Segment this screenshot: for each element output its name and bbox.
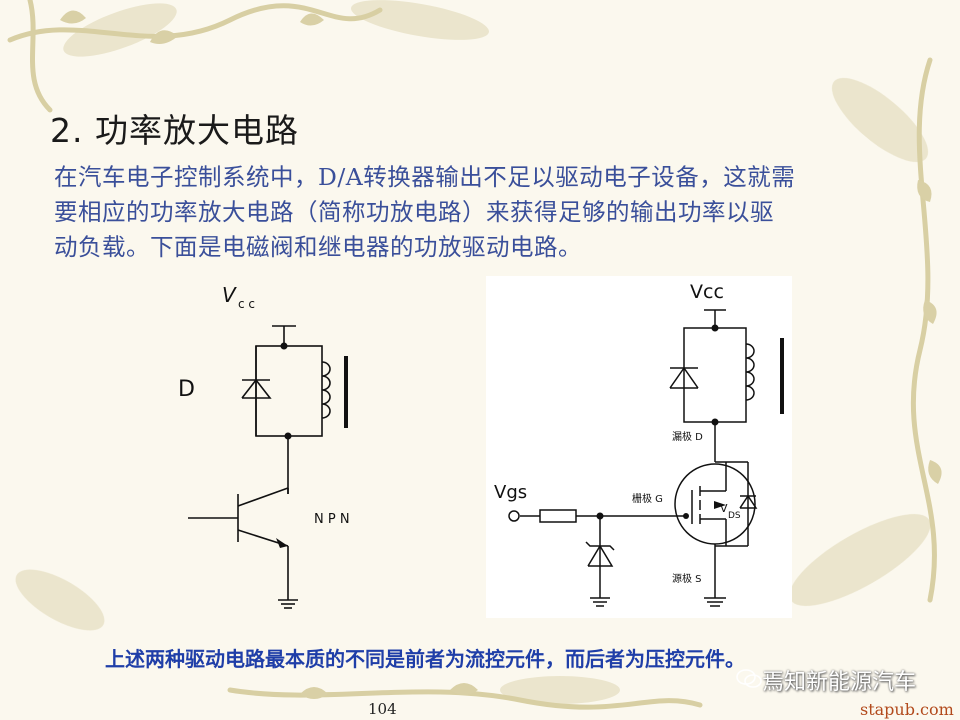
vcc-sub-left: c c [238,297,255,311]
wechat-icon [736,669,762,688]
mosfet-driver-circuit: Vcc [494,281,784,607]
npn-driver-circuit: V c c D N P N [178,283,350,609]
diode-label: D [178,377,195,402]
slide-title: 2. 功率放大电路 [50,111,299,150]
page-number: 104 [368,700,397,718]
intro-line: 要相应的功率放大电路（简称功放电路）来获得足够的输出功率以驱 [54,198,774,226]
watermark-text: 焉知新能源汽车 [734,664,916,696]
drain-label: 漏极 D [672,430,703,443]
vgs-label: Vgs [494,482,527,503]
npn-label: N P N [314,512,350,527]
source-label: 源极 S [672,572,702,585]
intro-line: 在汽车电子控制系统中，D/A转换器输出不足以驱动电子设备，这就需 [54,163,796,191]
mosfet-diagram-panel: Vcc [486,276,792,618]
gate-label: 栅极 G [632,492,663,505]
vcc-label-left: V [222,283,237,307]
watermark-brand: 焉知新能源汽车 [762,670,917,695]
site-url: stapub.com [860,700,954,719]
conclusion-text: 上述两种驱动电路最本质的不同是前者为流控元件，而后者为压控元件。 [105,647,745,671]
vds-label: V [720,502,728,515]
intro-paragraph: 在汽车电子控制系统中，D/A转换器输出不足以驱动电子设备，这就需 要相应的功率放… [54,160,884,265]
vds-sub: DS [728,511,741,521]
vcc-label-right: Vcc [690,281,724,303]
intro-line: 动负载。下面是电磁阀和继电器的功放驱动电路。 [54,233,582,261]
